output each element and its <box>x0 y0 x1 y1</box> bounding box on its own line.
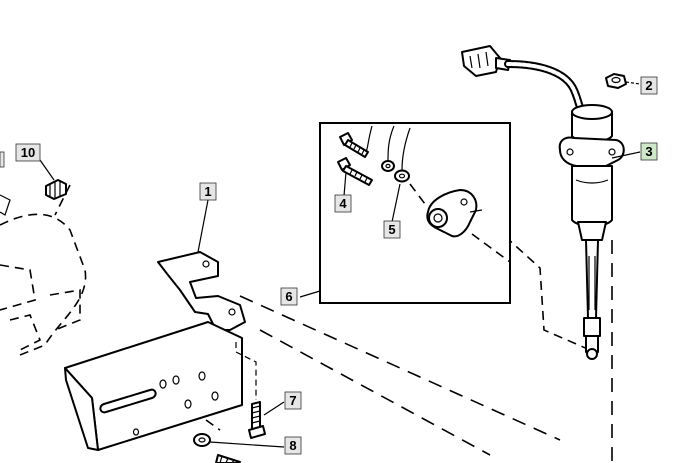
callout-2: 2 <box>640 76 658 95</box>
callout-6: 6 <box>280 287 298 306</box>
callout-8: 8 <box>284 436 302 455</box>
part-3-solenoid <box>461 45 641 360</box>
callout-5: 5 <box>383 220 401 239</box>
inset-box <box>299 122 511 304</box>
callout-10: 10 <box>15 143 41 162</box>
part-2-nut <box>605 73 641 89</box>
engine-outline <box>0 184 87 356</box>
svg-text:4: 4 <box>339 196 347 211</box>
svg-text:6: 6 <box>285 289 292 304</box>
svg-text:10: 10 <box>21 145 35 160</box>
part-7-bolt <box>235 342 285 439</box>
part-10-bushing <box>39 159 67 200</box>
throttle-lever <box>426 189 483 238</box>
callout-0-partial <box>0 151 5 168</box>
part-1-bracket <box>64 199 246 451</box>
callout-3: 3 <box>640 142 658 161</box>
part-5-washers <box>381 125 411 223</box>
svg-text:5: 5 <box>388 222 395 237</box>
part-4-bolts <box>337 125 373 197</box>
svg-text:2: 2 <box>645 78 652 93</box>
callout-7: 7 <box>284 391 302 410</box>
svg-text:7: 7 <box>289 393 296 408</box>
callout-4: 4 <box>334 194 352 213</box>
svg-text:8: 8 <box>289 438 296 453</box>
callout-1: 1 <box>199 182 217 201</box>
part-8-washer <box>193 433 285 463</box>
svg-text:3: 3 <box>645 144 652 159</box>
svg-text:1: 1 <box>204 184 211 199</box>
